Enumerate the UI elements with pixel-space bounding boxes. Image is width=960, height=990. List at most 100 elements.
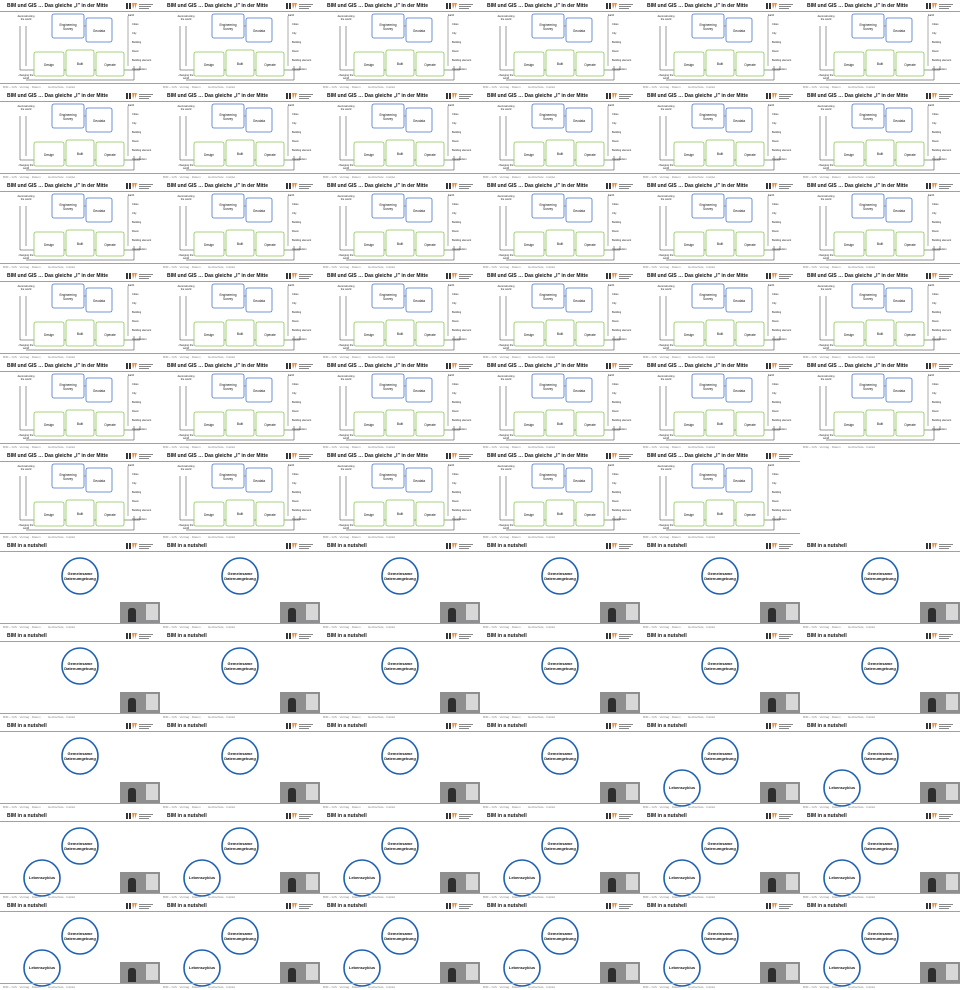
- svg-text:changing the: changing the: [819, 343, 834, 347]
- slide-bim-nutshell[interactable]: BIM in a nutshell Gemeinsame Datenumgebu…: [160, 720, 320, 810]
- slide-bim-gis[interactable]: BIM und GIS … Das gleiche „I" in der Mit…: [640, 180, 800, 270]
- svg-text:Room: Room: [132, 319, 139, 323]
- slide-bim-nutshell[interactable]: BIM in a nutshell Gemeinsame Datenumgebu…: [480, 720, 640, 810]
- slide-bim-gis[interactable]: BIM und GIS … Das gleiche „I" in der Mit…: [160, 450, 320, 540]
- svg-text:City: City: [292, 121, 297, 125]
- slide-bim-gis[interactable]: BIM und GIS … Das gleiche „I" in der Mit…: [480, 360, 640, 450]
- slide-bim-nutshell[interactable]: BIM in a nutshell Gemeinsame Datenumgebu…: [480, 810, 640, 900]
- slide-bim-nutshell[interactable]: BIM in a nutshell Gemeinsame Datenumgebu…: [160, 540, 320, 630]
- slide-bim-gis[interactable]: BIM und GIS … Das gleiche „I" in der Mit…: [320, 0, 480, 90]
- htw-logo: [286, 903, 313, 909]
- slide-bim-gis[interactable]: BIM und GIS … Das gleiche „I" in der Mit…: [160, 0, 320, 90]
- slide-bim-nutshell[interactable]: BIM in a nutshell Gemeinsame Datenumgebu…: [0, 810, 160, 900]
- speaker: [608, 788, 616, 802]
- slide-bim-gis[interactable]: BIM und GIS … Das gleiche „I" in der Mit…: [160, 180, 320, 270]
- svg-text:Earth: Earth: [128, 193, 135, 197]
- svg-text:deconstructing: deconstructing: [338, 104, 355, 108]
- slide-bim-gis[interactable]: BIM und GIS … Das gleiche „I" in der Mit…: [800, 90, 960, 180]
- slide-bim-gis[interactable]: BIM und GIS … Das gleiche „I" in der Mit…: [320, 180, 480, 270]
- svg-text:Earth: Earth: [768, 463, 775, 467]
- svg-text:Engineering: Engineering: [59, 203, 76, 207]
- slide-bim-nutshell[interactable]: BIM in a nutshell Gemeinsame Datenumgebu…: [800, 810, 960, 900]
- slide-bim-gis[interactable]: BIM und GIS … Das gleiche „I" in der Mit…: [0, 450, 160, 540]
- slide-bim-nutshell[interactable]: BIM in a nutshell Gemeinsame Datenumgebu…: [640, 810, 800, 900]
- slide-bim-nutshell[interactable]: BIM in a nutshell Gemeinsame Datenumgebu…: [160, 630, 320, 720]
- slide-bim-gis[interactable]: BIM und GIS … Das gleiche „I" in der Mit…: [480, 270, 640, 360]
- svg-text:Construction: Construction: [132, 427, 147, 431]
- footer-mid: Hochschule · Institut: [48, 175, 76, 179]
- slide-bim-nutshell[interactable]: BIM in a nutshell Gemeinsame Datenumgebu…: [320, 810, 480, 900]
- footer-left: BIM – GIS · Vortrag · Datum: [803, 625, 841, 629]
- slide-bim-nutshell[interactable]: BIM in a nutshell Gemeinsame Datenumgebu…: [640, 720, 800, 810]
- slide-bim-nutshell[interactable]: BIM in a nutshell Gemeinsame Datenumgebu…: [0, 900, 160, 990]
- slide-bim-nutshell[interactable]: BIM in a nutshell Gemeinsame Datenumgebu…: [640, 540, 800, 630]
- slide-bim-nutshell[interactable]: BIM in a nutshell Gemeinsame Datenumgebu…: [800, 540, 960, 630]
- slide-bim-nutshell[interactable]: BIM in a nutshell Gemeinsame Datenumgebu…: [0, 720, 160, 810]
- lifecycle-diagram: Engineering Survey Geodata Design Built …: [18, 13, 151, 81]
- slide-bim-nutshell[interactable]: BIM in a nutshell Gemeinsame Datenumgebu…: [800, 630, 960, 720]
- slide-bim-gis[interactable]: BIM und GIS … Das gleiche „I" in der Mit…: [480, 450, 640, 540]
- svg-text:Datenumgebung: Datenumgebung: [224, 846, 256, 851]
- slide-bim-nutshell[interactable]: BIM in a nutshell Gemeinsame Datenumgebu…: [640, 900, 800, 990]
- slide-bim-nutshell[interactable]: BIM in a nutshell Gemeinsame Datenumgebu…: [320, 630, 480, 720]
- slide-bim-gis[interactable]: BIM und GIS … Das gleiche „I" in der Mit…: [160, 360, 320, 450]
- slide-bim-nutshell[interactable]: BIM in a nutshell Gemeinsame Datenumgebu…: [800, 900, 960, 990]
- footer-left: BIM – GIS · Vortrag · Datum: [483, 985, 521, 989]
- slide-bim-gis[interactable]: BIM und GIS … Das gleiche „I" in der Mit…: [800, 360, 960, 450]
- slide-bim-gis[interactable]: BIM und GIS … Das gleiche „I" in der Mit…: [160, 270, 320, 360]
- slide-bim-gis[interactable]: BIM und GIS … Das gleiche „I" in der Mit…: [0, 360, 160, 450]
- slide-bim-gis[interactable]: BIM und GIS … Das gleiche „I" in der Mit…: [640, 360, 800, 450]
- slide-bim-nutshell[interactable]: BIM in a nutshell Gemeinsame Datenumgebu…: [160, 810, 320, 900]
- slide-bim-gis[interactable]: BIM und GIS … Das gleiche „I" in der Mit…: [640, 90, 800, 180]
- slide-bim-nutshell[interactable]: BIM in a nutshell Gemeinsame Datenumgebu…: [640, 630, 800, 720]
- slide-title: BIM in a nutshell: [647, 543, 687, 549]
- slide-bim-nutshell[interactable]: BIM in a nutshell Gemeinsame Datenumgebu…: [0, 540, 160, 630]
- speaker-video: [440, 602, 480, 624]
- slide-bim-gis[interactable]: BIM und GIS … Das gleiche „I" in der Mit…: [0, 270, 160, 360]
- slide-bim-gis[interactable]: BIM und GIS … Das gleiche „I" in der Mit…: [320, 270, 480, 360]
- slide-bim-gis[interactable]: BIM und GIS … Das gleiche „I" in der Mit…: [320, 450, 480, 540]
- slide-bim-gis[interactable]: BIM und GIS … Das gleiche „I" in der Mit…: [800, 0, 960, 90]
- lifecycle-diagram: Engineering Survey Geodata Design Built …: [338, 463, 471, 531]
- slide-bim-nutshell[interactable]: BIM in a nutshell Gemeinsame Datenumgebu…: [480, 630, 640, 720]
- svg-text:Operate: Operate: [424, 243, 436, 247]
- slide-bim-gis[interactable]: BIM und GIS … Das gleiche „I" in der Mit…: [320, 90, 480, 180]
- svg-text:deconstructing: deconstructing: [658, 464, 675, 468]
- slide-bim-nutshell[interactable]: BIM in a nutshell Gemeinsame Datenumgebu…: [320, 720, 480, 810]
- svg-text:Design: Design: [44, 513, 54, 517]
- slide-bim-gis[interactable]: BIM und GIS … Das gleiche „I" in der Mit…: [480, 180, 640, 270]
- slide-bim-gis[interactable]: BIM und GIS … Das gleiche „I" in der Mit…: [640, 0, 800, 90]
- slide-bim-gis[interactable]: BIM und GIS … Das gleiche „I" in der Mit…: [0, 90, 160, 180]
- slide-bim-gis[interactable]: BIM und GIS … Das gleiche „I" in der Mit…: [640, 450, 800, 540]
- svg-text:changing the: changing the: [339, 253, 354, 257]
- geodata-box: [245, 17, 273, 43]
- slide-bim-gis[interactable]: BIM und GIS … Das gleiche „I" in der Mit…: [480, 90, 640, 180]
- slide-bim-nutshell[interactable]: BIM in a nutshell Gemeinsame Datenumgebu…: [320, 540, 480, 630]
- svg-text:deconstructing: deconstructing: [18, 104, 35, 108]
- slide-bim-gis[interactable]: BIM und GIS … Das gleiche „I" in der Mit…: [160, 90, 320, 180]
- slide-bim-gis[interactable]: BIM und GIS … Das gleiche „I" in der Mit…: [640, 270, 800, 360]
- slide-bim-nutshell[interactable]: BIM in a nutshell Gemeinsame Datenumgebu…: [480, 540, 640, 630]
- built-box: [225, 229, 255, 257]
- slide-bim-nutshell[interactable]: BIM in a nutshell Gemeinsame Datenumgebu…: [480, 900, 640, 990]
- svg-text:world: world: [183, 526, 190, 530]
- svg-text:Datenumgebung: Datenumgebung: [864, 936, 896, 941]
- slide-bim-gis[interactable]: BIM und GIS … Das gleiche „I" in der Mit…: [800, 270, 960, 360]
- slide-bim-gis[interactable]: BIM und GIS … Das gleiche „I" in der Mit…: [480, 0, 640, 90]
- slide-title: BIM in a nutshell: [167, 723, 207, 729]
- slide-bim-gis[interactable]: BIM und GIS … Das gleiche „I" in der Mit…: [320, 360, 480, 450]
- slide-bim-nutshell[interactable]: BIM in a nutshell Gemeinsame Datenumgebu…: [800, 720, 960, 810]
- geodata-box: [405, 287, 433, 313]
- operate-box: [415, 231, 445, 257]
- slide-bim-nutshell[interactable]: BIM in a nutshell Gemeinsame Datenumgebu…: [320, 900, 480, 990]
- slide-bim-gis[interactable]: BIM und GIS … Das gleiche „I" in der Mit…: [0, 0, 160, 90]
- slide-bim-gis[interactable]: BIM und GIS … Das gleiche „I" in der Mit…: [0, 180, 160, 270]
- slide-bim-nutshell[interactable]: BIM in a nutshell Gemeinsame Datenumgebu…: [160, 900, 320, 990]
- footer-mid: Hochschule · Institut: [208, 85, 236, 89]
- speaker: [768, 698, 776, 712]
- slide-bim-gis[interactable]: BIM und GIS … Das gleiche „I" in der Mit…: [800, 180, 960, 270]
- speaker-video: [600, 872, 640, 894]
- slide-bim-nutshell[interactable]: BIM in a nutshell Gemeinsame Datenumgebu…: [0, 630, 160, 720]
